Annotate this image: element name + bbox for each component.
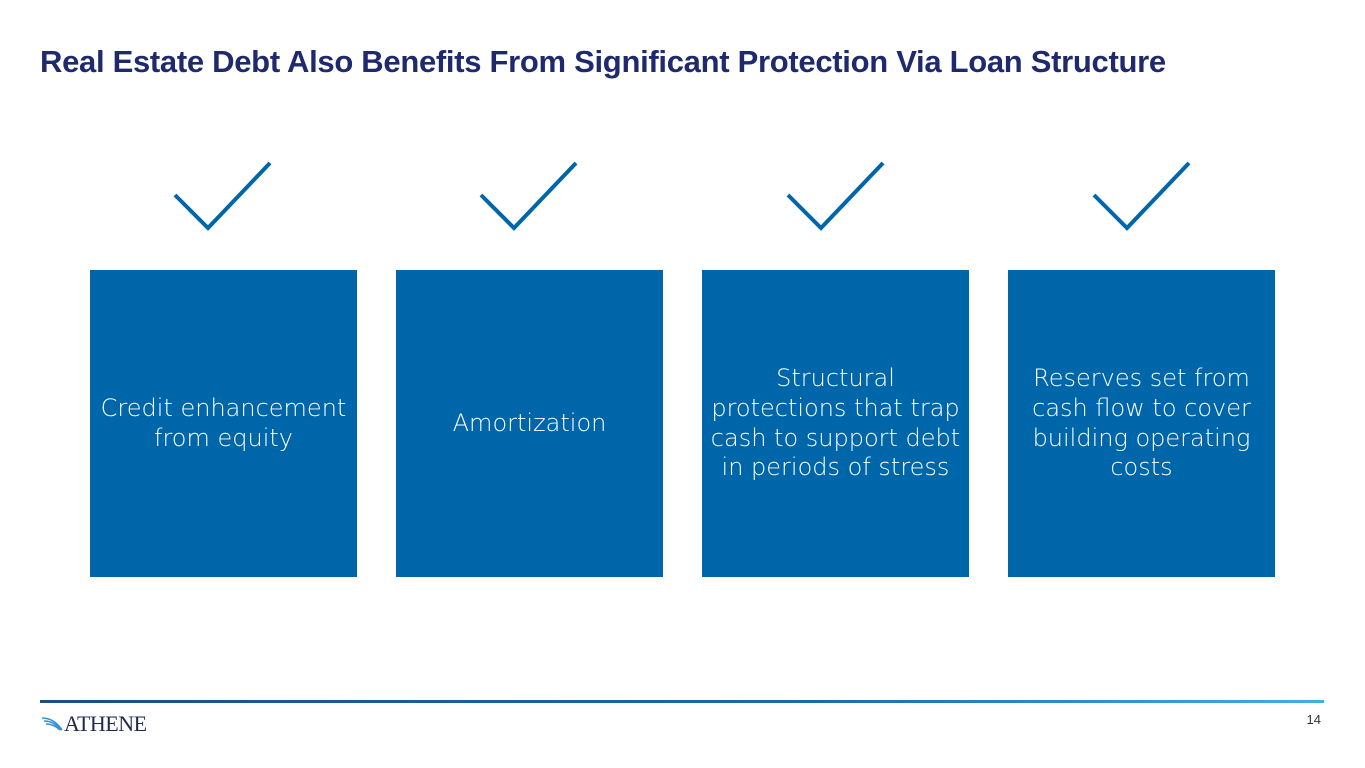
checkmark-icon	[173, 161, 272, 231]
logo-text: ATHENE	[64, 711, 147, 736]
footer-divider	[40, 700, 1324, 703]
athene-logo: ATHENE	[42, 711, 147, 737]
logo-wing-icon	[42, 717, 63, 731]
page-number: 14	[1306, 712, 1321, 727]
feature-box: Credit enhancement from equity	[90, 270, 357, 577]
feature-box: Amortization	[396, 270, 663, 577]
checkmark-icon	[786, 161, 885, 231]
feature-box: Structural protections that trap cash to…	[702, 270, 969, 577]
feature-box: Reserves set from cash flow to cover bui…	[1008, 270, 1275, 577]
slide-title: Real Estate Debt Also Benefits From Sign…	[40, 44, 1166, 79]
checkmark-icon	[479, 161, 578, 231]
checkmark-icon	[1092, 161, 1191, 231]
